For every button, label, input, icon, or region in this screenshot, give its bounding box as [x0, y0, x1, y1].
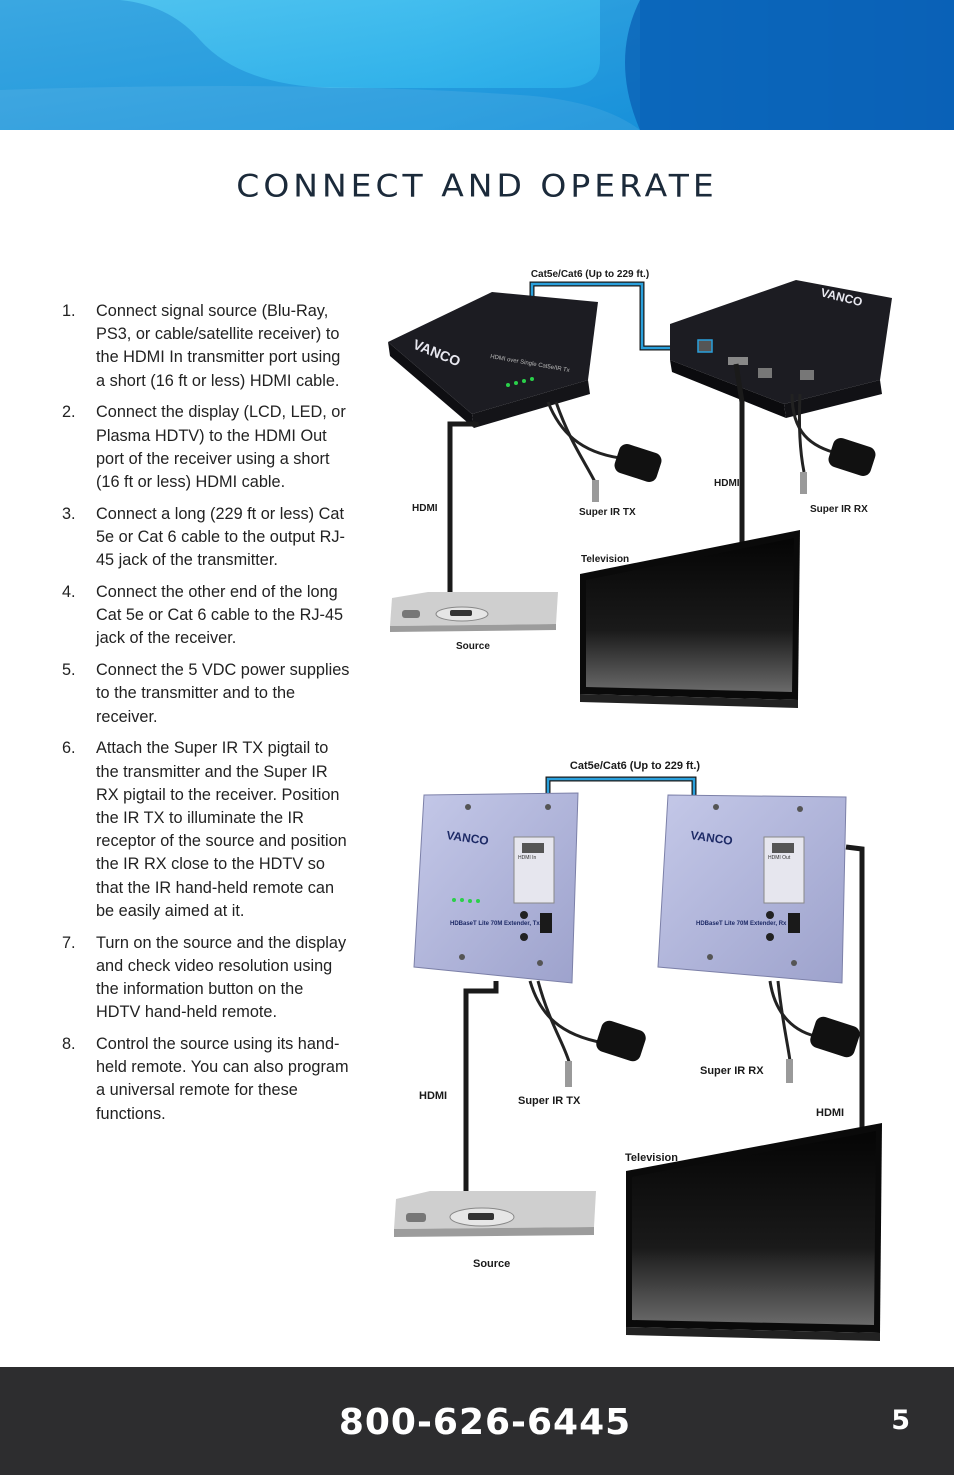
banner-graphic	[0, 0, 954, 130]
page-title: CONNECT AND OPERATE	[236, 166, 718, 205]
step-text: Turn on the source and the display and c…	[96, 933, 347, 1022]
step-text: Connect the other end of the long Cat 5e…	[96, 583, 344, 648]
step-number: 4.	[62, 583, 76, 602]
source-device	[394, 1191, 596, 1237]
ir-rx-pigtail	[768, 980, 860, 1083]
list-item: 3. Connect a long (229 ft or less) Cat 5e…	[62, 503, 352, 573]
page-number: 5	[891, 1405, 910, 1436]
hdmi-left-label: HDMI	[412, 503, 438, 514]
television-label: Television	[625, 1152, 678, 1164]
receiver-wall-plate: HDMI Out VANCO HDBaseT Lite 70M Extender…	[657, 794, 847, 984]
cat-cable-highlight	[546, 777, 696, 795]
hdmi-cable-left	[463, 981, 499, 1195]
source-label: Source	[456, 641, 490, 652]
connection-diagram-desktop: Cat5e/Cat6 (Up to 229 ft.) VANCO HDMI ov…	[388, 269, 892, 708]
hdmi-right-label: HDMI	[714, 478, 740, 489]
step-text: Connect signal source (Blu-Ray, PS3, or …	[96, 302, 341, 390]
list-item: 6. Attach the Super IR TX pigtail to the …	[62, 737, 352, 923]
ir-rx-label: Super IR RX	[810, 504, 868, 515]
receiver-device: VANCO	[670, 280, 892, 418]
list-item: 5. Connect the 5 VDC power supplies to th…	[62, 659, 352, 729]
television-device	[626, 1123, 882, 1341]
list-item: 8. Control the source using its hand-held…	[62, 1033, 352, 1126]
step-text: Attach the Super IR TX pigtail to the tr…	[96, 739, 347, 920]
step-text: Control the source using its hand-held r…	[96, 1035, 349, 1123]
rx-plate-text: HDBaseT Lite 70M Extender, Rx	[696, 921, 787, 927]
hdmi-right-label: HDMI	[816, 1107, 844, 1119]
top-banner	[0, 0, 954, 130]
step-number: 1.	[62, 302, 76, 320]
television-device	[580, 530, 800, 708]
ir-tx-label: Super IR TX	[579, 507, 636, 518]
connection-diagram-wallplate: Cat5e/Cat6 (Up to 229 ft.) HDMI In VANCO…	[394, 760, 882, 1341]
brand-logo: VANCO	[446, 828, 490, 848]
instruction-list: 1. Connect signal source (Blu-Ray, PS3, o…	[62, 300, 352, 1134]
tx-plate-text: HDBaseT Lite 70M Extender, Tx	[450, 921, 540, 927]
step-number: 7.	[62, 933, 76, 952]
ir-tx-pigtail	[528, 980, 646, 1087]
source-label: Source	[473, 1258, 510, 1270]
ir-tx-pigtail	[546, 401, 662, 502]
step-number: 3.	[62, 504, 76, 523]
step-text: Connect the 5 VDC power supplies to the …	[96, 661, 350, 726]
ir-rx-pigtail	[790, 393, 876, 494]
footer-bar: 800-626-6445 5	[0, 1367, 954, 1475]
source-device	[390, 592, 558, 632]
cable-label: Cat5e/Cat6 (Up to 229 ft.)	[531, 269, 649, 280]
rx-port-label: HDMI Out	[768, 855, 791, 861]
transmitter-wall-plate: HDMI In VANCO HDBaseT Lite 70M Extender,…	[413, 792, 579, 984]
ir-tx-label: Super IR TX	[518, 1095, 581, 1107]
hdmi-cable-right	[845, 844, 865, 1145]
television-label: Television	[581, 554, 629, 565]
step-number: 5.	[62, 661, 76, 680]
hdmi-cable-right	[733, 363, 745, 552]
brand-logo-rx: VANCO	[690, 828, 734, 848]
phone-number: 800-626-6445	[338, 1402, 632, 1443]
hdmi-cable-left	[447, 421, 479, 602]
transmitter-device: VANCO HDMI over Single Cat5e/IR Tx	[388, 292, 598, 428]
tx-port-label: HDMI In	[518, 855, 537, 861]
cable-label: Cat5e/Cat6 (Up to 229 ft.)	[570, 760, 701, 772]
list-item: 7. Turn on the source and the display and…	[62, 932, 352, 1025]
ir-rx-label: Super IR RX	[700, 1065, 764, 1077]
step-text: Connect the display (LCD, LED, or Plasma…	[96, 403, 346, 492]
step-text: Connect a long (229 ft or less) Cat 5e o…	[96, 504, 345, 570]
list-item: 1. Connect signal source (Blu-Ray, PS3, o…	[62, 300, 352, 393]
hdmi-left-label: HDMI	[419, 1090, 447, 1102]
list-item: 2. Connect the display (LCD, LED, or Plas…	[62, 401, 352, 494]
list-item: 4. Connect the other end of the long Cat …	[62, 581, 352, 651]
cat-cable-line	[545, 776, 697, 795]
step-number: 2.	[62, 403, 76, 422]
step-number: 8.	[62, 1035, 76, 1054]
step-number: 6.	[62, 739, 76, 758]
